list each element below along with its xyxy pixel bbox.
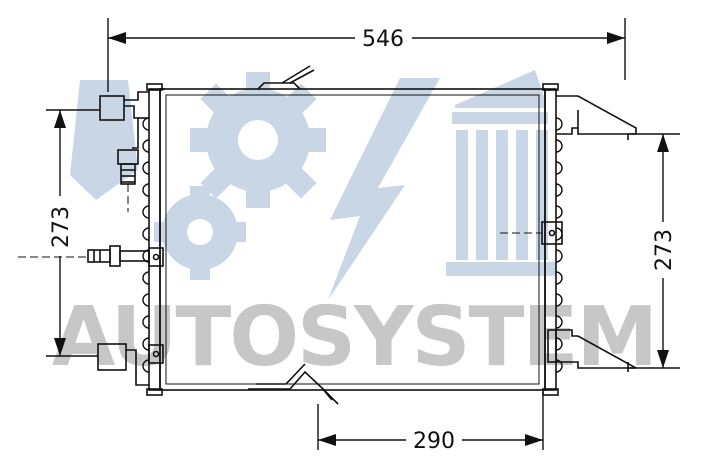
right-top-bracket	[556, 95, 637, 140]
upper-pipe-fitting	[117, 149, 139, 185]
top-left-bracket	[99, 91, 149, 149]
bottom-dimension-label: 290	[413, 429, 455, 454]
condenser-core-inner	[165, 94, 540, 385]
lightning-icon	[328, 78, 440, 300]
watermark-text: AUTOSYSTEM	[52, 290, 656, 385]
side-pipe-fitting	[87, 245, 164, 267]
right-height-dimension-label: 273	[652, 229, 677, 271]
top-clip	[257, 65, 315, 90]
right-tube-bends	[555, 117, 563, 373]
dimension-arrows	[54, 32, 669, 446]
condenser	[87, 65, 637, 405]
watermark-logo	[70, 70, 556, 300]
left-height-dimension-label: 273	[49, 206, 74, 248]
center-lines	[18, 184, 542, 258]
gear-icon	[70, 72, 326, 280]
width-dimension-label: 546	[362, 27, 404, 52]
bottom-clip	[248, 363, 339, 405]
bottom-left-bracket	[97, 343, 164, 386]
